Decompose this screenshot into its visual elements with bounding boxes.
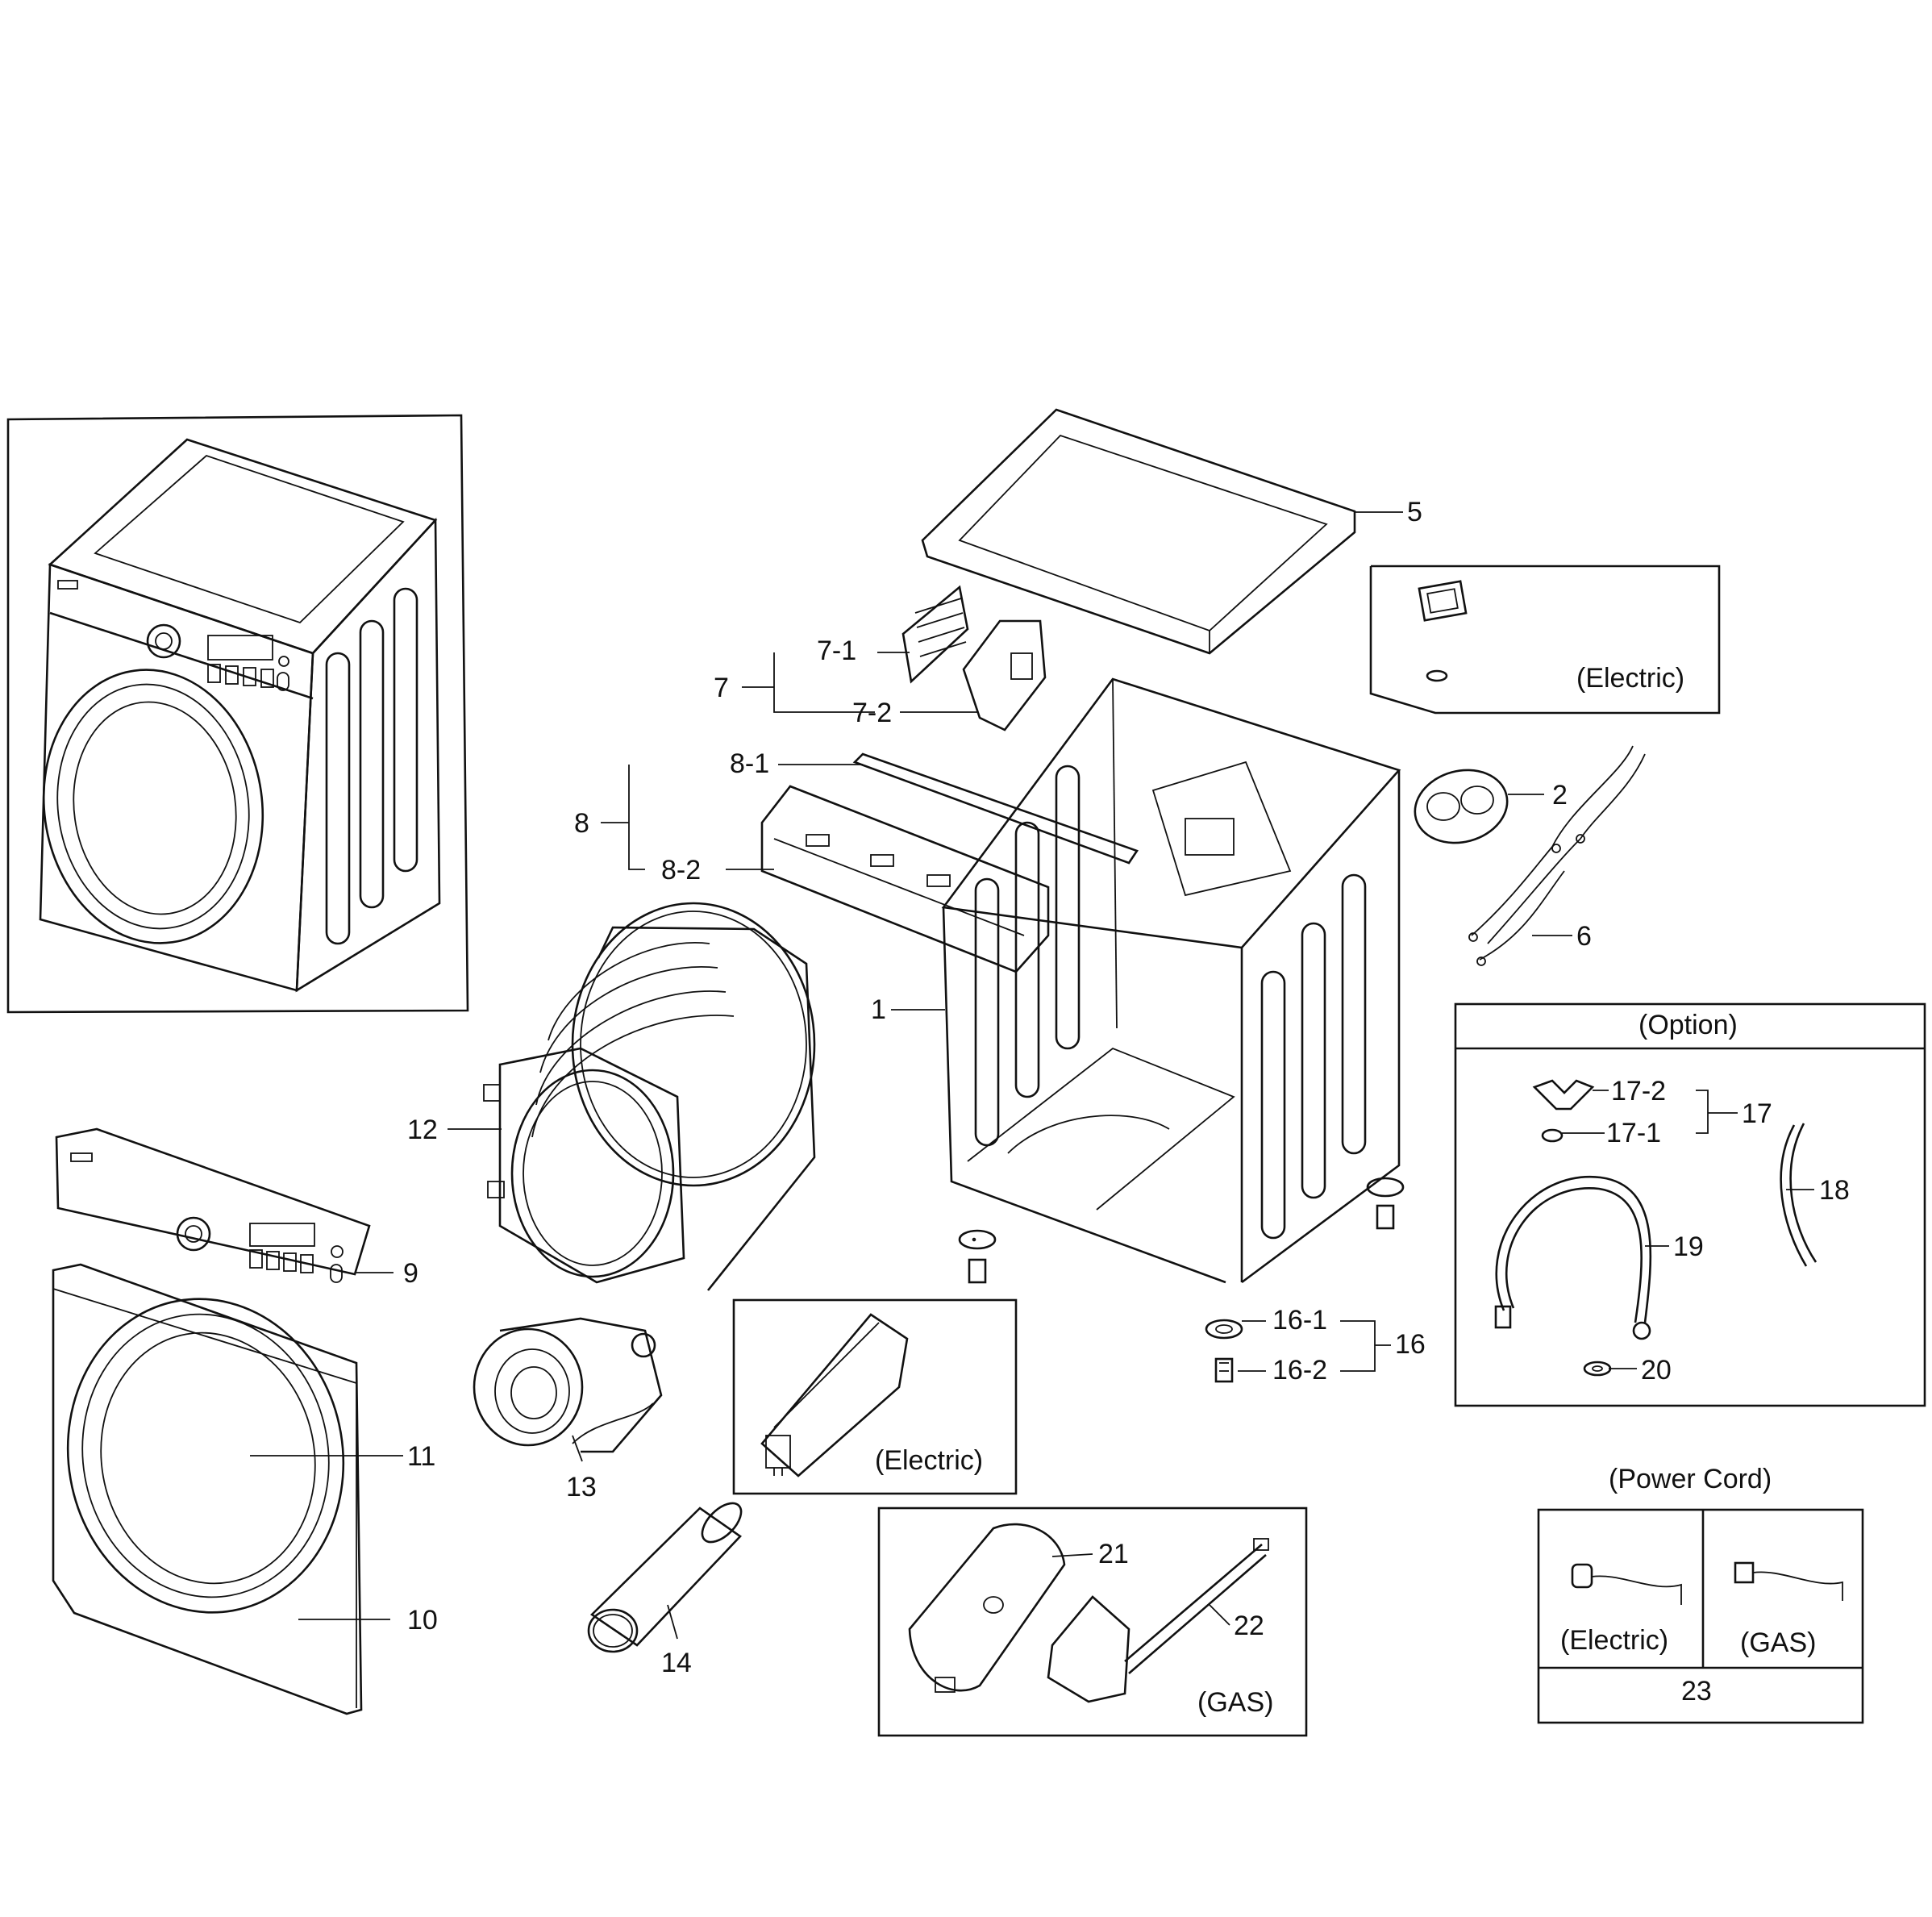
callout-16: 16 xyxy=(1395,1329,1426,1360)
callout-7-1: 7-1 xyxy=(817,636,856,666)
callout-17-2: 17-2 xyxy=(1611,1076,1666,1106)
callout-8-1: 8-1 xyxy=(730,748,769,779)
callout-7: 7 xyxy=(714,673,729,703)
rear-cover-and-harness xyxy=(1414,745,1646,966)
label-cord-electric: (Electric) xyxy=(1560,1625,1668,1656)
label-option: (Option) xyxy=(1638,1010,1738,1040)
heater-element-box xyxy=(732,1298,1018,1495)
blower-housing xyxy=(473,1317,663,1453)
callout-2: 2 xyxy=(1552,780,1568,811)
label-electric-heater: (Electric) xyxy=(875,1445,983,1476)
callout-19: 19 xyxy=(1673,1231,1704,1262)
label-electric-thermostat: (Electric) xyxy=(1576,663,1684,694)
frame-and-duct-parts xyxy=(760,752,1139,973)
callout-9: 9 xyxy=(403,1258,418,1289)
variant-labels: (Electric) (Electric) (GAS) (Option) (Po… xyxy=(875,663,1816,1718)
callout-8-2: 8-2 xyxy=(661,855,701,886)
callout-5: 5 xyxy=(1407,497,1422,527)
callout-21: 21 xyxy=(1098,1539,1129,1569)
callout-14: 14 xyxy=(661,1648,692,1678)
leveling-feet xyxy=(972,1237,1243,1383)
gas-burner-box xyxy=(877,1507,1308,1737)
callout-13: 13 xyxy=(566,1472,597,1502)
power-cord-box xyxy=(1537,1508,1864,1724)
callout-23: 23 xyxy=(1681,1676,1712,1707)
callout-12: 12 xyxy=(407,1115,438,1145)
callout-17: 17 xyxy=(1742,1098,1772,1129)
top-cover xyxy=(921,408,1356,655)
front-panel-group xyxy=(52,1127,371,1715)
callout-10: 10 xyxy=(407,1605,438,1636)
callout-8: 8 xyxy=(574,808,589,839)
callout-16-1: 16-1 xyxy=(1272,1305,1327,1336)
leader-lines xyxy=(250,511,1814,1640)
exhaust-duct xyxy=(587,1502,743,1653)
callout-22: 22 xyxy=(1234,1611,1264,1641)
label-gas-burner: (GAS) xyxy=(1197,1687,1273,1718)
callout-7-2: 7-2 xyxy=(852,698,892,728)
cabinet-frame xyxy=(941,677,1405,1284)
drum-assembly xyxy=(483,902,816,1291)
label-power-cord: (Power Cord) xyxy=(1609,1464,1772,1494)
label-cord-gas: (GAS) xyxy=(1740,1627,1816,1658)
callout-17-1: 17-1 xyxy=(1606,1118,1661,1148)
callout-labels: 1 2 5 6 7 7-1 7-2 8 8-1 8-2 9 10 11 12 1… xyxy=(403,497,1850,1707)
callout-1: 1 xyxy=(871,994,886,1025)
assembled-dryer-inset xyxy=(6,414,469,1014)
callout-6: 6 xyxy=(1576,921,1592,952)
callout-11: 11 xyxy=(407,1441,435,1472)
callout-18: 18 xyxy=(1819,1175,1850,1206)
option-accessories-box xyxy=(1454,1002,1926,1407)
callout-20: 20 xyxy=(1641,1355,1672,1386)
callout-16-2: 16-2 xyxy=(1272,1355,1327,1386)
electric-thermostat-box xyxy=(1369,565,1721,715)
lint-duct-parts xyxy=(901,585,1047,731)
